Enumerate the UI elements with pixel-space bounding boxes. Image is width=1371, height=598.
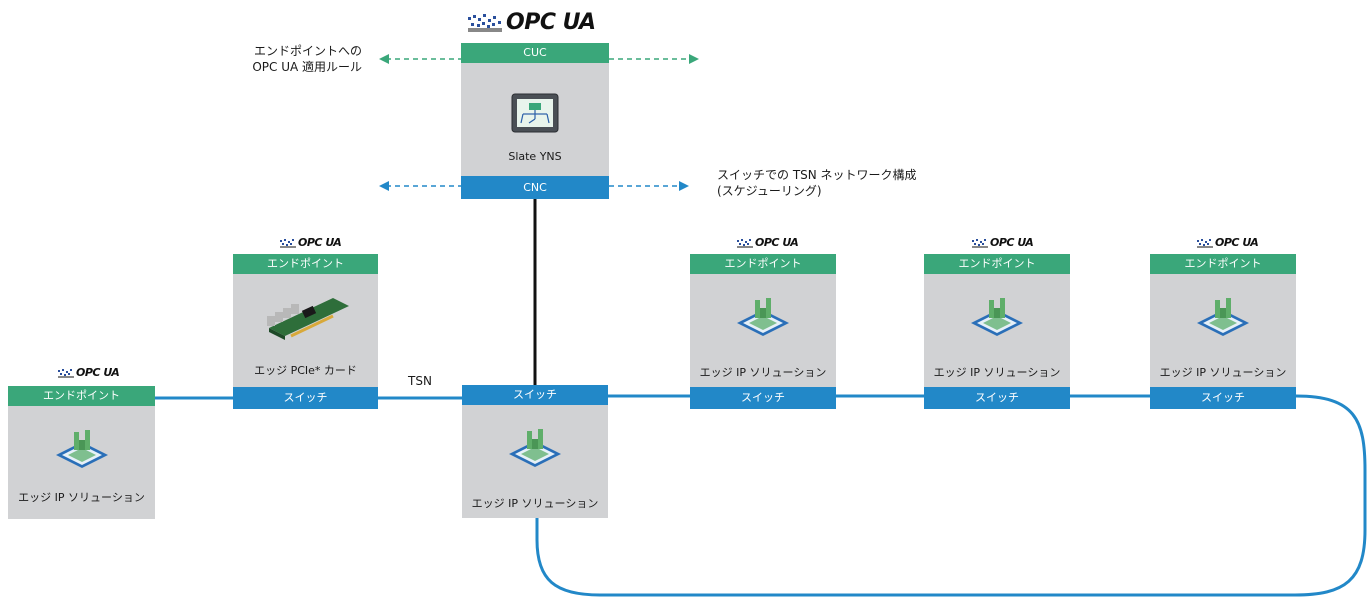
pcie-caption: エッジ PCIe* カード (254, 364, 357, 377)
cnc-arrow-right-head (679, 181, 689, 191)
center-switch-box: スイッチ エッジ IP ソリューション (462, 385, 608, 518)
edge-ip-3-header: エンドポイント (1150, 254, 1296, 274)
pcie-card-icon (267, 298, 349, 340)
center-switch-label: スイッチ (462, 385, 608, 405)
edge-ip-3-switch-label: スイッチ (1150, 387, 1296, 409)
center-switch-caption: エッジ IP ソリューション (471, 497, 599, 510)
edge-ip-2-header: エンドポイント (924, 254, 1070, 274)
cnc-label: CNC (461, 176, 609, 199)
chip-icon (56, 430, 108, 468)
opc-ua-logo-pcie: OPC UA (280, 236, 342, 249)
opc-ua-logo-text: OPC UA (76, 366, 120, 379)
chip-icon (509, 429, 561, 467)
opc-ua-logo-edge-3: OPC UA (1197, 236, 1259, 249)
edge-ip-box-2: エンドポイント エッジ IP ソリューション スイッチ (924, 254, 1070, 409)
opc-ua-logo-mark-icon (280, 238, 296, 247)
tsn-links (155, 394, 1367, 597)
monitor-network-icon (511, 93, 559, 133)
edge-ip-box-1: エンドポイント エッジ IP ソリューション スイッチ (690, 254, 836, 409)
opc-ua-logo-text: OPC UA (990, 236, 1034, 249)
tsn-label: TSN (408, 374, 432, 388)
cnc-annotation: スイッチでの TSN ネットワーク構成 (スケジューリング) (717, 167, 917, 199)
opc-ua-logo-mark-icon (737, 238, 753, 247)
opc-ua-logo-top: OPC UA (468, 10, 596, 35)
endpoint-caption: エッジ IP ソリューション (18, 491, 145, 504)
opc-ua-logo-text: OPC UA (298, 236, 342, 249)
opc-ua-logo-text: OPC UA (506, 10, 596, 35)
pcie-header: エンドポイント (233, 254, 378, 274)
chip-icon (971, 298, 1023, 336)
cnc-arrow-left-head (379, 181, 389, 191)
edge-ip-3-caption: エッジ IP ソリューション (1159, 366, 1287, 379)
edge-ip-1-header: エンドポイント (690, 254, 836, 274)
tsn-ring-link (535, 394, 1367, 597)
cuc-cnc-box: CUC Slate YNS CNC (461, 43, 609, 199)
chip-icon (737, 298, 789, 336)
opc-ua-logo-text: OPC UA (1215, 236, 1259, 249)
cuc-arrow-left-head (379, 54, 389, 64)
cuc-annotation-line-1: エンドポイントへの (253, 44, 362, 58)
edge-ip-2-switch-label: スイッチ (924, 387, 1070, 409)
opc-ua-logo-mark-icon (58, 368, 74, 377)
pcie-switch-label: スイッチ (233, 387, 378, 409)
endpoint-header: エンドポイント (8, 386, 155, 406)
cuc-label: CUC (461, 43, 609, 63)
cnc-annotation-line-2: (スケジューリング) (717, 184, 822, 198)
cuc-annotation-line-2: OPC UA 適用ルール (252, 60, 362, 74)
cuc-annotation: エンドポイントへの OPC UA 適用ルール (252, 43, 362, 75)
edge-ip-2-caption: エッジ IP ソリューション (933, 366, 1061, 379)
cnc-annotation-line-1: スイッチでの TSN ネットワーク構成 (717, 168, 917, 182)
pcie-card-box: エンドポイント エッジ PCIe* カード スイッチ (233, 254, 378, 409)
cuc-arrow-right-head (689, 54, 699, 64)
opc-ua-logo-mark-icon (972, 238, 988, 247)
opc-ua-logo-mark-icon (468, 13, 502, 31)
opc-ua-logo-left: OPC UA (58, 366, 120, 379)
opc-ua-logo-edge-2: OPC UA (972, 236, 1034, 249)
opc-ua-logo-mark-icon (1197, 238, 1213, 247)
edge-ip-1-switch-label: スイッチ (690, 387, 836, 409)
opc-ua-logo-text: OPC UA (755, 236, 799, 249)
endpoint-left-box: エンドポイント エッジ IP ソリューション (8, 386, 155, 519)
slate-yns-caption: Slate YNS (508, 150, 562, 163)
edge-ip-1-caption: エッジ IP ソリューション (699, 366, 827, 379)
chip-icon (1197, 298, 1249, 336)
edge-ip-box-3: エンドポイント エッジ IP ソリューション スイッチ (1150, 254, 1296, 409)
opc-ua-logo-edge-1: OPC UA (737, 236, 799, 249)
